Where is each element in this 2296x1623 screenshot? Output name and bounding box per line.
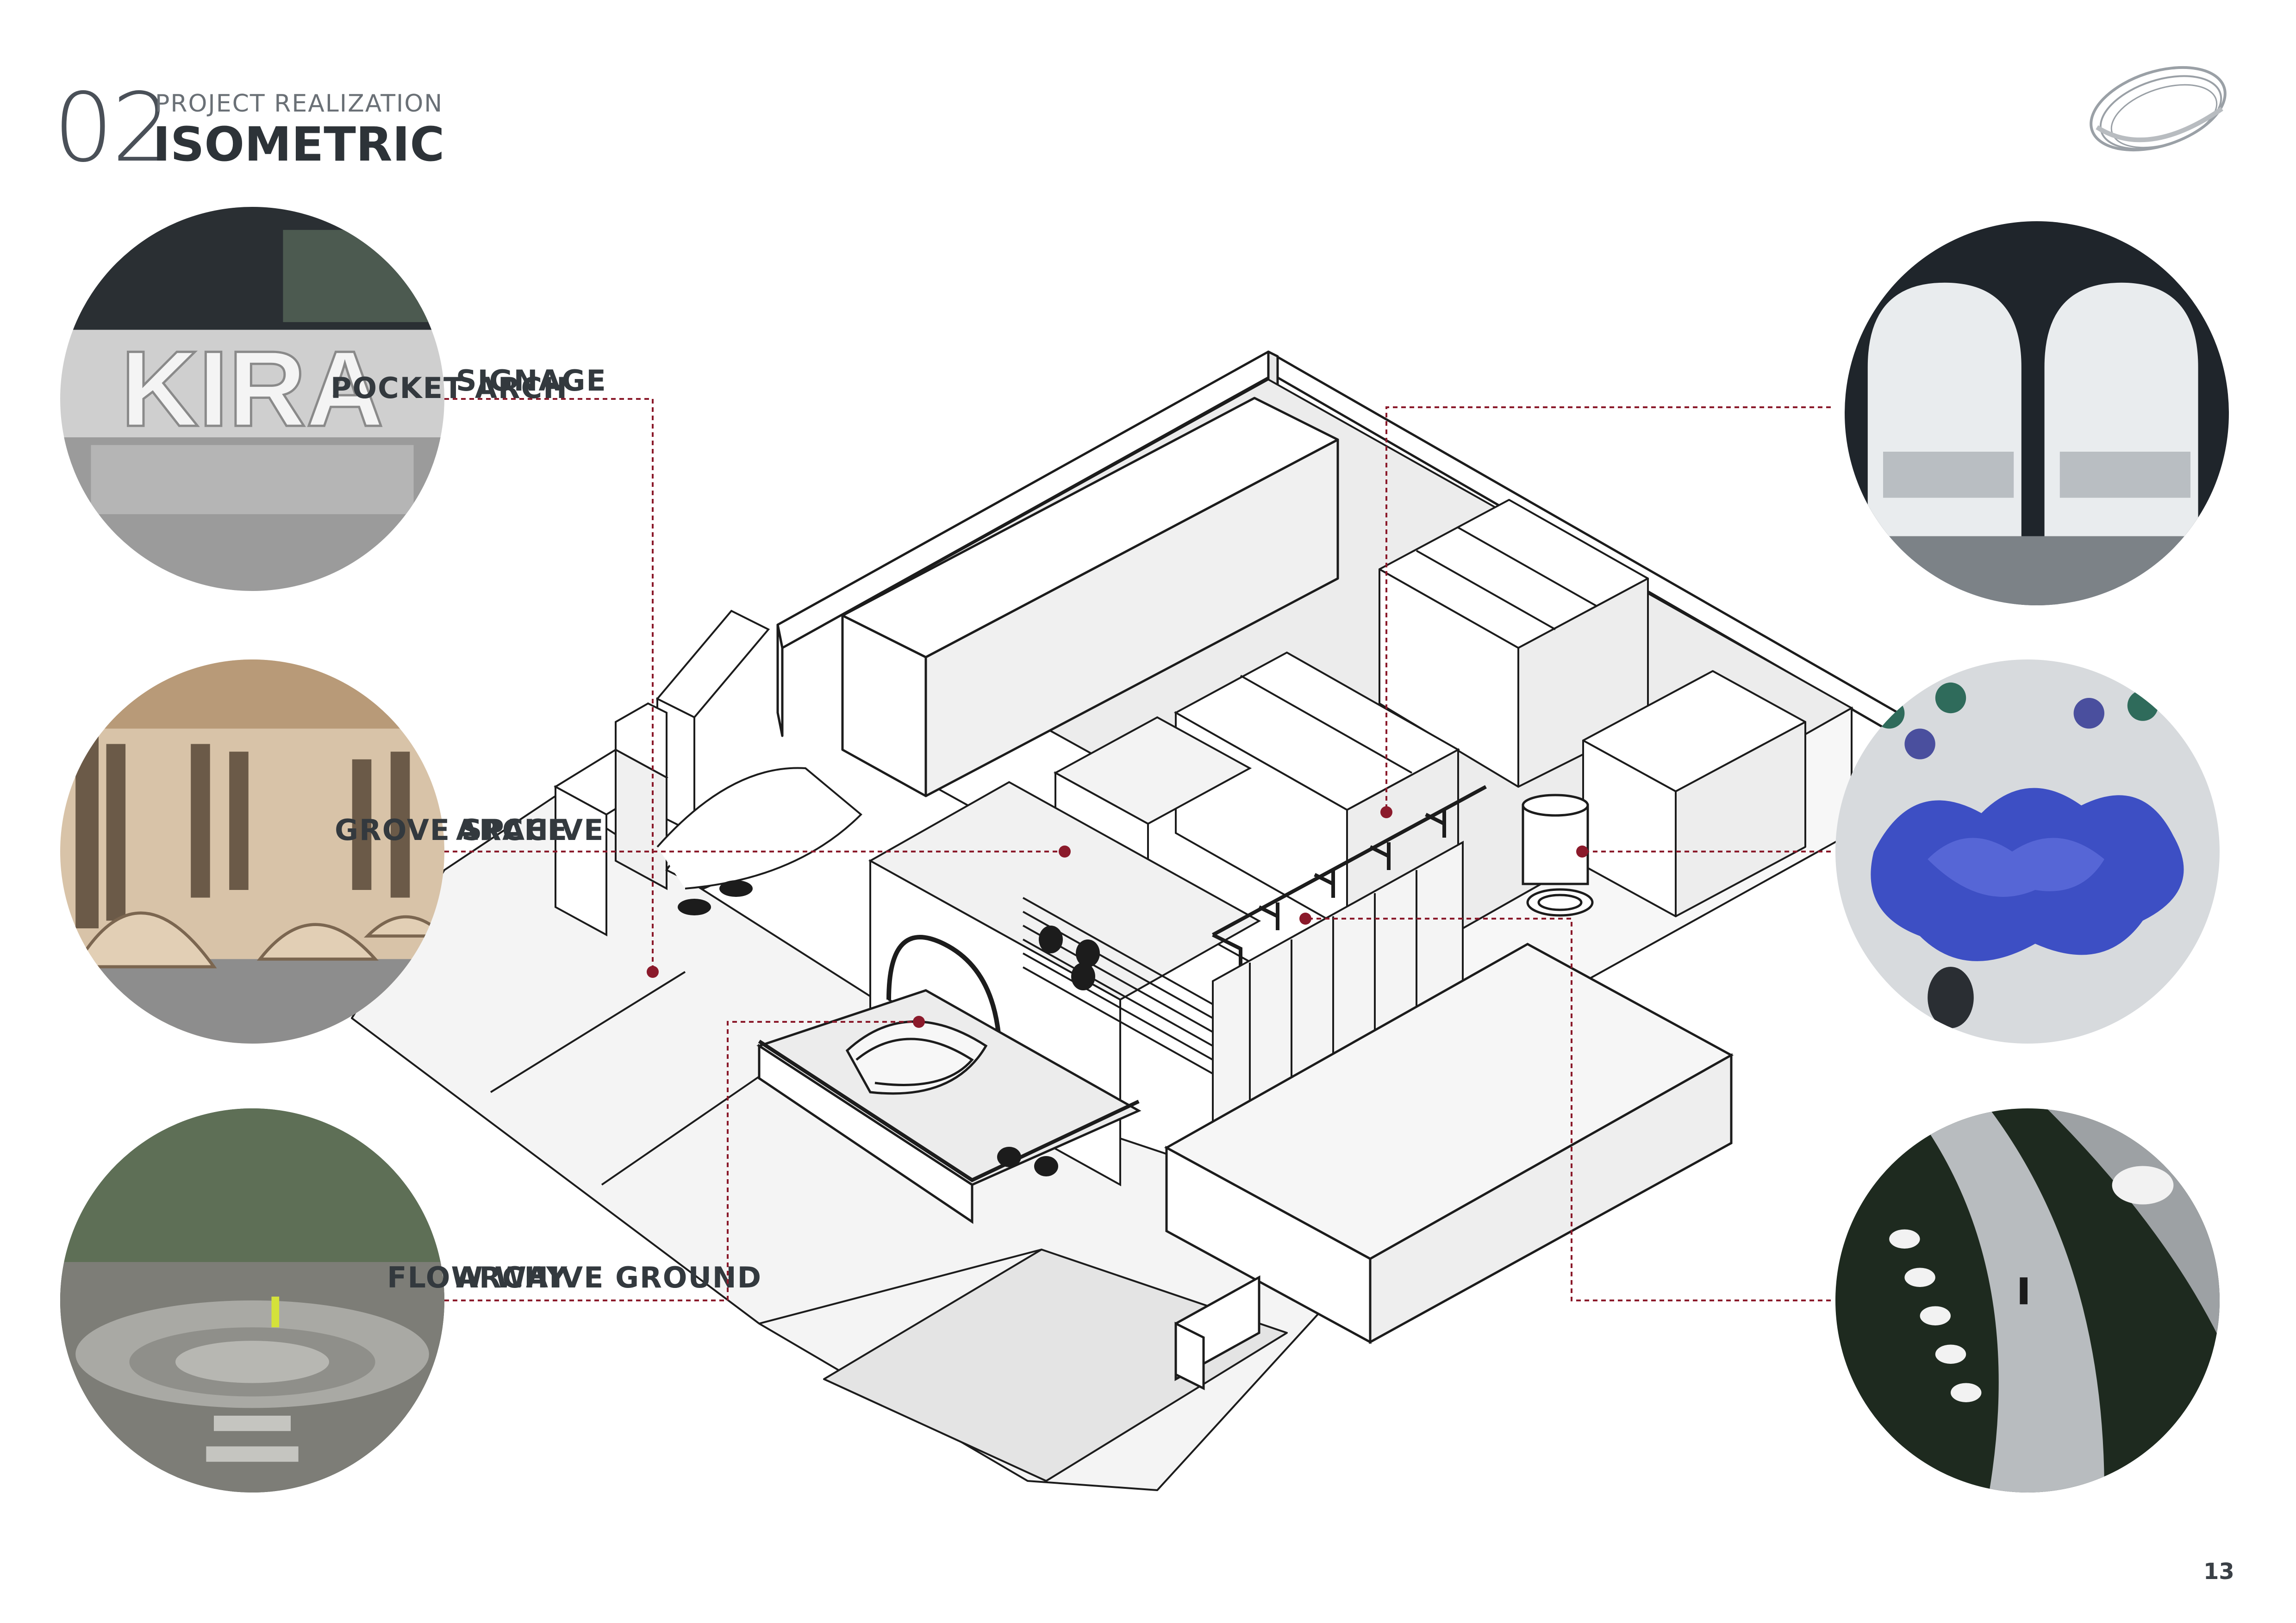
section-number: 02 [53,73,172,183]
kira-sign-text: KIRA [121,329,384,449]
page-number: 13 [2203,1559,2234,1585]
pond [656,767,862,890]
grove-cylinder [1522,794,1594,917]
archive-photo [60,659,444,1044]
callout-flow-way: FLOW WAY [387,1261,568,1294]
page-title: ISOMETRIC [153,117,445,172]
brand-logo [2090,66,2227,152]
archive-ground-photo [60,1108,444,1492]
upper-box [841,397,1339,797]
seating-props [678,880,1100,1176]
section-kicker: PROJECT REALIZATION [155,90,443,118]
callout-signage: SIGNAGE [456,364,607,398]
pocket-arch-photo [1845,221,2229,605]
callout-pocket-arch: POCKET ARCH [330,371,568,405]
flow-way-photo [1835,1108,2220,1492]
grove-space-photo [1835,659,2220,1044]
callout-grove-space: GROVE SPACE [335,813,568,847]
